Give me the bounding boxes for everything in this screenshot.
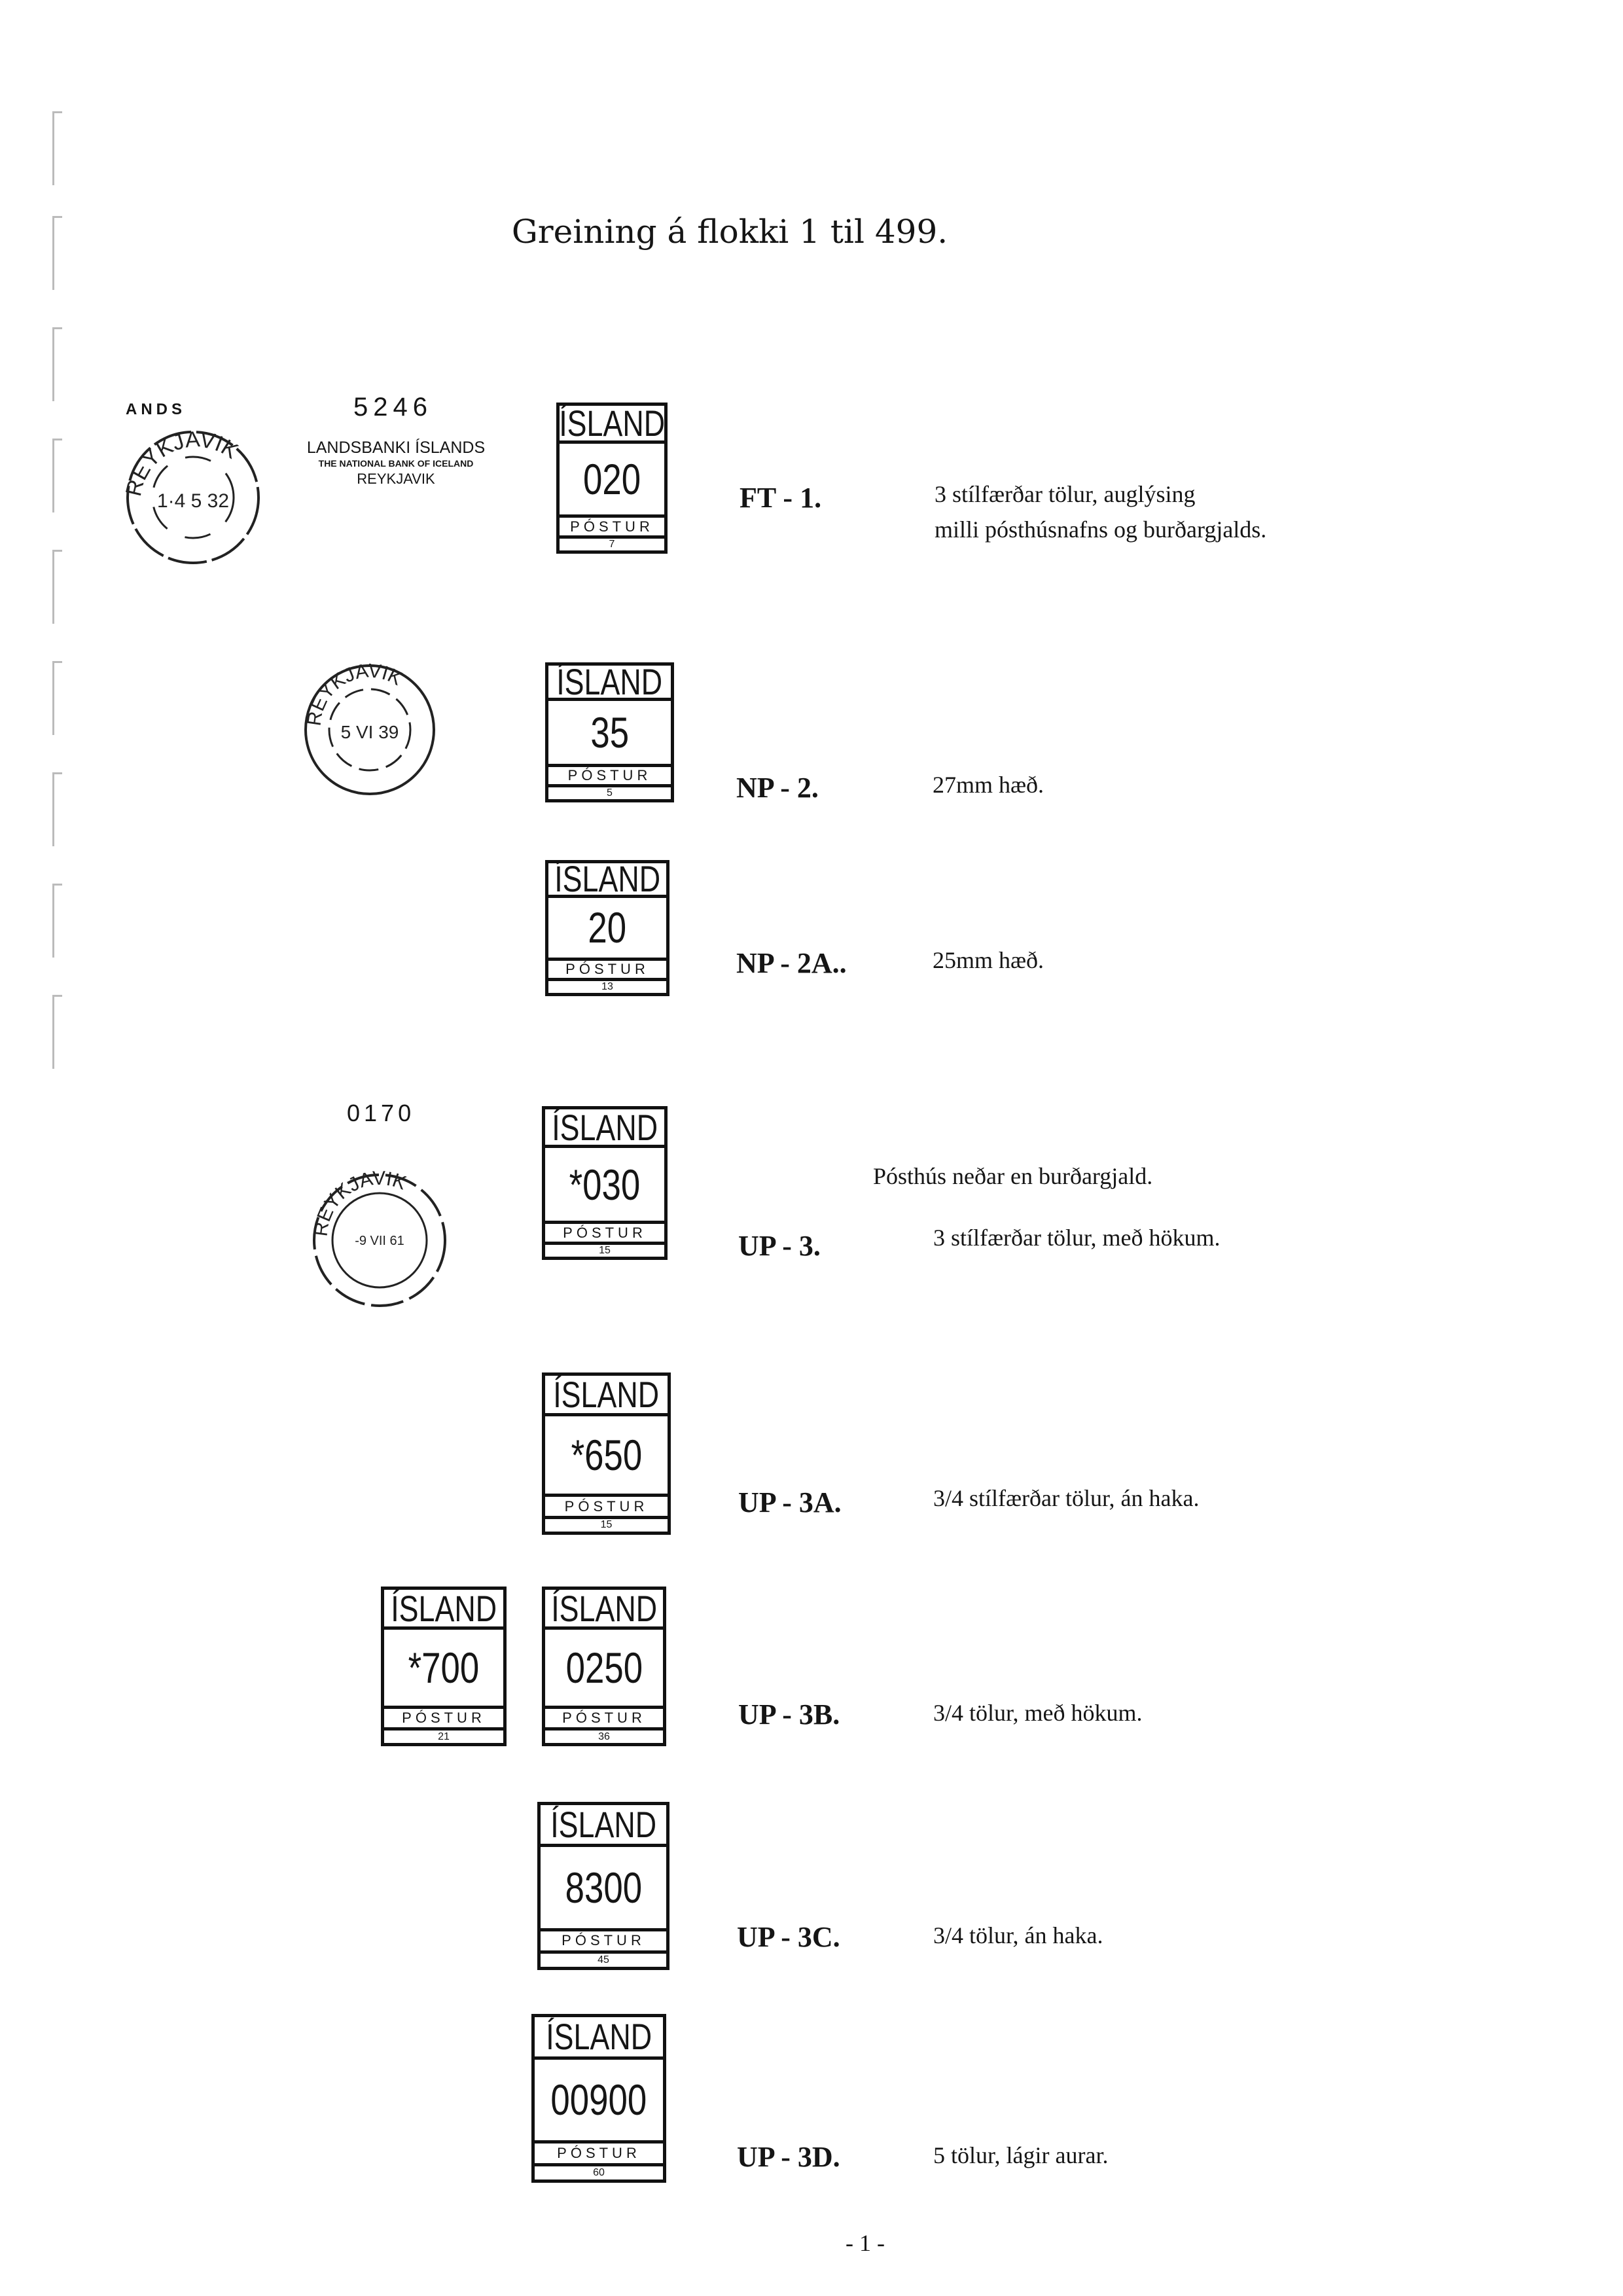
type-code: UP - 3B.: [738, 1698, 840, 1731]
binding-mark: [52, 550, 62, 624]
meter-number: 0170: [347, 1100, 416, 1126]
meter-stamp-up-3a: ÍSLAND *650 PÓSTUR 15: [542, 1372, 671, 1535]
type-code: UP - 3D.: [737, 2141, 840, 2173]
type-code: UP - 3A.: [738, 1486, 842, 1518]
advert-number: 5246: [353, 393, 433, 422]
type-description: 3/4 stílfærðar tölur, án haka.: [933, 1485, 1200, 1511]
advert-landsbanki: LANDSBANKI ÍSLANDS THE NATIONAL BANK OF …: [306, 439, 486, 487]
meter-stamp-np-2a: ÍSLAND 20 PÓSTUR 13: [545, 860, 669, 996]
page-number: - 1 -: [846, 2230, 885, 2256]
meter-stamp-up-3b-0250: ÍSLAND 0250 PÓSTUR 36: [542, 1587, 666, 1746]
type-description: 3 stílfærðar tölur, með hökum.: [933, 1225, 1221, 1251]
binding-mark: [52, 327, 62, 401]
meter-stamp-up-3d: ÍSLAND 00900 PÓSTUR 60: [531, 2014, 666, 2183]
binding-mark: [52, 111, 62, 185]
type-code: UP - 3C.: [737, 1921, 840, 1953]
type-description: 5 tölur, lágir aurar.: [933, 2142, 1109, 2168]
svg-text:-9 VII 61: -9 VII 61: [355, 1234, 404, 1248]
type-code: NP - 2.: [736, 772, 819, 804]
binding-mark: [52, 661, 62, 735]
postmark-reykjavik-1939: REYKJAVIK 5 VI 39: [303, 660, 435, 795]
binding-mark: [52, 995, 62, 1069]
meter-stamp-up-3: ÍSLAND *030 PÓSTUR 15: [542, 1106, 668, 1260]
type-description: 25mm hæð.: [933, 947, 1044, 973]
type-description: 3/4 tölur, án haka.: [933, 1922, 1103, 1948]
type-code: UP - 3.: [738, 1230, 821, 1262]
binding-mark: [52, 884, 62, 958]
svg-text:REYKJAVIK: REYKJAVIK: [310, 1168, 410, 1238]
meter-stamp-up-3c: ÍSLAND 8300 PÓSTUR 45: [537, 1802, 669, 1970]
svg-text:5 VI 39: 5 VI 39: [341, 722, 399, 742]
binding-mark: [52, 216, 62, 290]
postmark-reykjavik-1932: REYKJAVIK 1·4 5 32: [121, 427, 260, 564]
page-title: Greining á flokki 1 til 499.: [511, 213, 948, 251]
meter-stamp-up-3b-700: ÍSLAND *700 PÓSTUR 21: [381, 1587, 507, 1746]
type-description: 3/4 tölur, með hökum.: [933, 1700, 1143, 1726]
type-code: NP - 2A..: [736, 947, 847, 979]
svg-text:1·4 5 32: 1·4 5 32: [157, 490, 229, 512]
binding-mark: [52, 439, 62, 512]
binding-mark: [52, 772, 62, 846]
type-note: Pósthús neðar en burðargjald.: [873, 1163, 1153, 1189]
postmark-prefix: ANDS: [126, 401, 187, 418]
meter-stamp-ft-1: ÍSLAND 020 PÓSTUR 7: [556, 403, 668, 554]
postmark-reykjavik-1961: REYKJAVIK -9 VII 61: [310, 1168, 446, 1307]
svg-text:REYKJAVIK: REYKJAVIK: [121, 427, 243, 499]
meter-stamp-np-2: ÍSLAND 35 PÓSTUR 5: [545, 662, 674, 802]
type-description: 27mm hæð.: [933, 772, 1044, 798]
type-code: FT - 1.: [740, 482, 822, 514]
